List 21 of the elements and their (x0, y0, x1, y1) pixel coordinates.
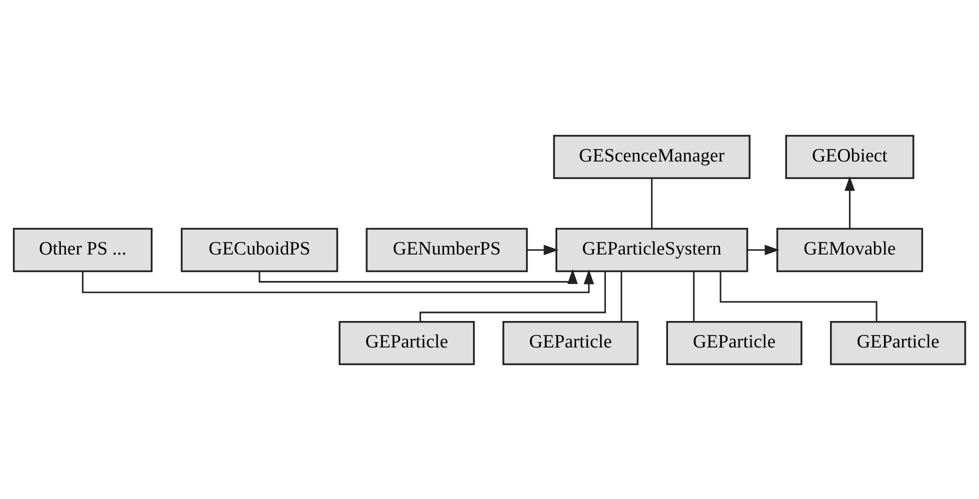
arrow (844, 176, 855, 228)
connector (420, 271, 606, 322)
node-box: GEScenceManager (553, 134, 750, 179)
node-box: GECuboidPS (180, 227, 338, 272)
arrow (82, 268, 594, 293)
arrow (527, 244, 559, 255)
arrow (747, 244, 780, 255)
node-box: GEParticleSystern (555, 227, 748, 272)
node-box: Other PS ... (12, 227, 153, 272)
arrow (258, 268, 578, 284)
node-box: GEObiect (785, 134, 914, 179)
node-box: GEMovable (776, 227, 924, 272)
connector (620, 271, 622, 322)
node-box: GEParticle (502, 320, 639, 365)
node-box: GEParticle (666, 320, 802, 365)
connector (720, 270, 878, 321)
node-box: GENumberPS (366, 227, 528, 272)
node-box: GEParticle (830, 320, 966, 365)
connector (693, 271, 695, 322)
connector (651, 178, 653, 228)
node-box: GEParticle (338, 320, 475, 365)
